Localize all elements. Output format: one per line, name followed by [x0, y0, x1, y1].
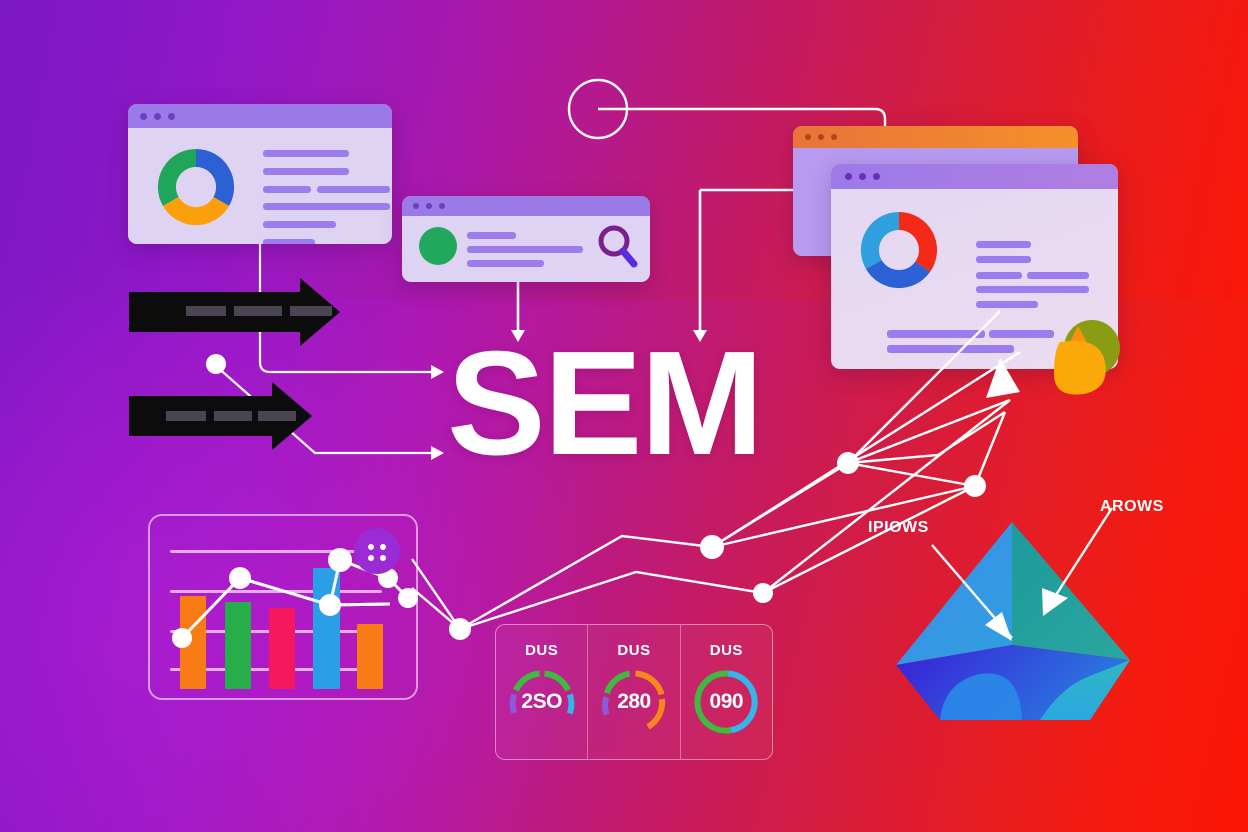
network-node — [837, 452, 859, 474]
gauge-ring: 090 — [693, 669, 759, 735]
gauge-cell[interactable]: DUS 090 — [679, 625, 772, 759]
network-node — [449, 618, 471, 640]
text-line — [976, 301, 1038, 308]
line-circle-to-window — [598, 107, 887, 135]
analytics-window-left[interactable] — [128, 104, 392, 244]
arrowhead-left-upper — [431, 365, 444, 379]
window-dot-2 — [426, 203, 432, 209]
avatar — [419, 227, 457, 265]
window-dots — [413, 203, 445, 209]
text-line — [976, 256, 1031, 263]
chart-gridline — [170, 590, 382, 593]
pyramid-inner-curve — [940, 673, 1022, 720]
text-line — [976, 241, 1031, 248]
text-line — [467, 246, 583, 253]
annotation-arrowhead-left — [985, 612, 1012, 641]
text-line — [317, 186, 390, 193]
arrowhead-search-down — [511, 330, 525, 342]
window-dot-3 — [831, 134, 837, 140]
chart-gridline — [170, 550, 382, 553]
gauge-label: DUS — [525, 642, 559, 659]
window-titlebar — [402, 196, 650, 216]
text-line — [976, 272, 1022, 279]
text-line — [263, 239, 315, 244]
gauge-value: 090 — [709, 690, 744, 713]
page-title: SEM — [447, 321, 764, 486]
gauge-ring: 280 — [601, 669, 667, 735]
text-line — [263, 203, 390, 210]
window-dot-1 — [805, 134, 811, 140]
text-line — [467, 260, 544, 267]
window-dot-1 — [140, 113, 147, 120]
network-node — [964, 475, 986, 497]
chart-bar — [269, 608, 295, 689]
text-line — [467, 232, 516, 239]
pyramid-left-face — [896, 522, 1012, 665]
black-arrow-lower — [129, 382, 312, 450]
gauges-card[interactable]: DUS 2SO DUS — [495, 624, 773, 760]
window-dot-2 — [818, 134, 824, 140]
gauge-cell[interactable]: DUS 280 — [587, 625, 679, 759]
text-line — [887, 345, 1014, 353]
annotation-left: IPIOWS — [868, 519, 929, 536]
text-line — [976, 286, 1089, 293]
text-line — [887, 330, 985, 338]
chart-bar — [313, 568, 340, 689]
arrowhead-left-lower — [431, 446, 444, 460]
chart-line-series — [172, 548, 418, 648]
chart-bar — [225, 602, 251, 689]
window-dot-1 — [845, 173, 852, 180]
window-dot-2 — [154, 113, 161, 120]
network-node — [753, 583, 773, 603]
grid-dots-icon[interactable] — [354, 528, 400, 574]
pyramid-right-face — [1012, 522, 1130, 660]
gauge-label: DUS — [709, 642, 743, 659]
bar-chart-panel[interactable] — [148, 514, 418, 700]
text-line — [263, 221, 336, 228]
gauge-value: 2SO — [521, 690, 562, 713]
line-left-upper — [258, 243, 432, 374]
text-line — [263, 186, 311, 193]
window-dots — [140, 113, 175, 120]
window-dot-3 — [439, 203, 445, 209]
pyramid-edge-face — [1040, 660, 1130, 720]
window-dot-3 — [168, 113, 175, 120]
arrowhead-top-down — [693, 330, 707, 342]
annotation-arrowhead-right — [1042, 588, 1068, 616]
donut-chart-left — [157, 148, 235, 226]
window-dot-1 — [413, 203, 419, 209]
text-line — [1027, 272, 1089, 279]
magnifier-icon[interactable] — [597, 224, 639, 270]
window-dot-3 — [873, 173, 880, 180]
network-node — [700, 535, 724, 559]
black-arrow-upper — [129, 278, 340, 346]
window-dot-2 — [859, 173, 866, 180]
search-window[interactable] — [402, 196, 650, 282]
upward-arrowhead — [986, 358, 1020, 398]
text-line — [263, 150, 349, 157]
gauge-cell[interactable]: DUS 2SO — [496, 625, 587, 759]
window-titlebar — [793, 126, 1078, 148]
node-dot-left — [206, 354, 226, 374]
text-line — [989, 330, 1054, 338]
line-left-lower — [215, 365, 432, 455]
window-dots — [845, 173, 880, 180]
text-line — [263, 168, 349, 175]
annotation-right: AROWS — [1100, 498, 1164, 515]
window-dots — [805, 134, 837, 140]
gauge-ring: 2SO — [509, 669, 575, 735]
gauge-label: DUS — [617, 642, 651, 659]
donut-chart-front — [860, 211, 938, 289]
orange-blob — [1054, 340, 1106, 395]
chart-bar — [357, 624, 383, 689]
gauge-value: 280 — [617, 690, 651, 713]
